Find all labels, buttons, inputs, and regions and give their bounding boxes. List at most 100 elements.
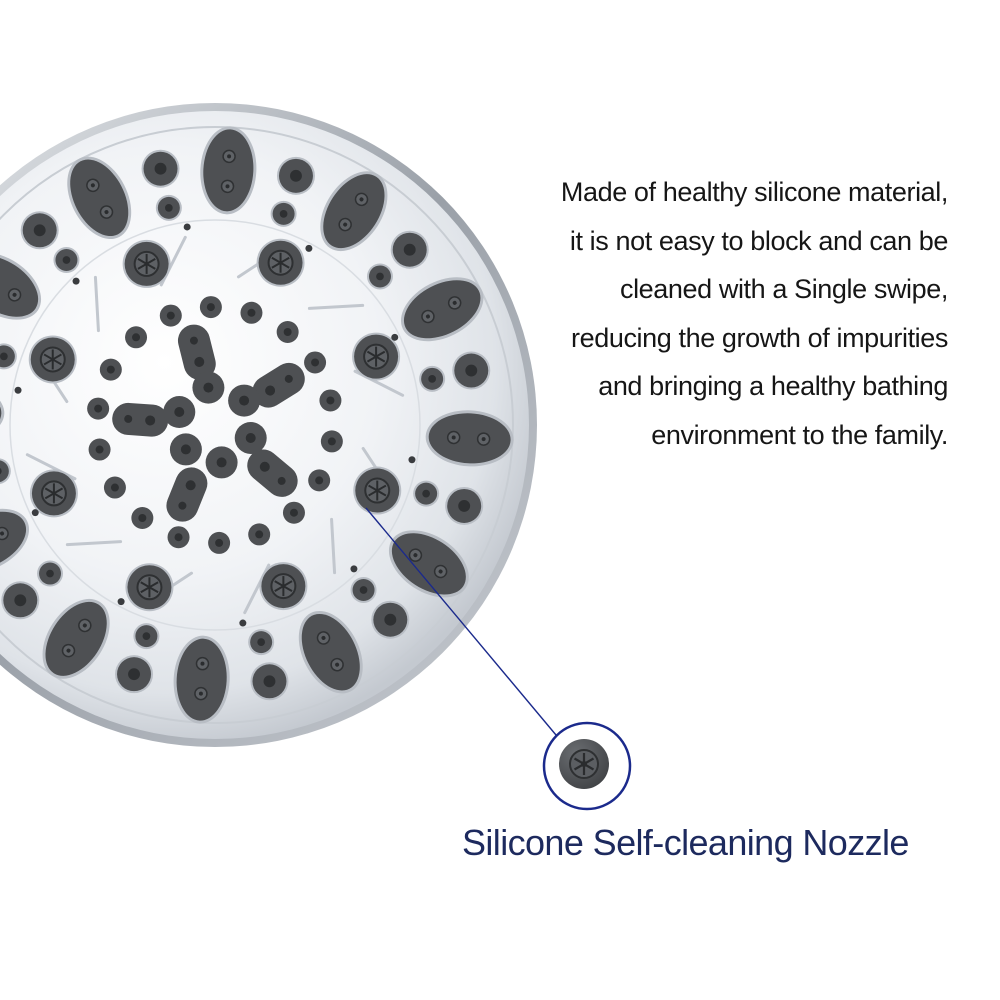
- small-nozzle: [208, 531, 231, 554]
- round-nozzle: [371, 600, 410, 639]
- teardrop-nozzle: [200, 126, 257, 215]
- small-nozzle: [308, 469, 331, 492]
- teardrop-nozzle: [298, 610, 363, 694]
- magnified-nozzle-icon: [559, 739, 609, 789]
- round-nozzle: [390, 230, 429, 269]
- small-nozzle: [228, 384, 261, 417]
- description-line: environment to the family.: [651, 419, 948, 450]
- description-line: reducing the growth of impurities: [571, 322, 948, 353]
- round-nozzle: [53, 247, 80, 274]
- round-nozzle: [270, 200, 297, 227]
- round-nozzle: [133, 623, 160, 650]
- drain-hole: [350, 565, 358, 573]
- small-nozzle: [276, 321, 299, 344]
- oval-nozzle: [112, 402, 169, 437]
- round-nozzle: [452, 351, 491, 390]
- teardrop-nozzle: [173, 635, 230, 724]
- small-nozzle: [234, 421, 267, 454]
- small-nozzle: [163, 396, 196, 429]
- drain-hole: [183, 223, 191, 231]
- description-line: and bringing a healthy bathing: [598, 371, 948, 401]
- small-nozzle: [304, 351, 327, 374]
- teardrop-nozzle: [0, 508, 30, 573]
- round-nozzle: [276, 156, 315, 195]
- round-nozzle: [413, 480, 440, 507]
- round-nozzle: [0, 458, 11, 484]
- teardrop-nozzle: [400, 277, 484, 342]
- small-nozzle: [248, 523, 271, 546]
- round-nozzle: [155, 194, 182, 221]
- star-nozzle: [28, 335, 77, 384]
- star-nozzle: [352, 332, 401, 381]
- drain-hole: [239, 619, 247, 627]
- round-nozzle: [366, 263, 393, 290]
- small-nozzle: [205, 446, 238, 479]
- small-nozzle: [125, 326, 148, 349]
- round-nozzle: [1, 581, 40, 620]
- drain-hole: [14, 386, 22, 394]
- chrome-ridge: [330, 517, 337, 575]
- teardrop-nozzle: [388, 530, 469, 598]
- round-nozzle: [115, 655, 154, 694]
- chrome-ridge: [307, 303, 365, 310]
- callout-line: [365, 507, 557, 736]
- round-nozzle: [419, 365, 446, 392]
- drain-hole: [305, 244, 313, 252]
- small-nozzle: [199, 296, 222, 319]
- small-nozzle: [159, 304, 182, 327]
- chrome-ridge: [93, 275, 100, 333]
- nozzle-callout: [365, 507, 632, 811]
- star-nozzle: [353, 466, 402, 515]
- description-line: Made of healthy silicone material,: [560, 177, 949, 207]
- shower-head-face: [0, 103, 537, 747]
- star-nozzle: [259, 562, 308, 611]
- small-nozzle: [167, 526, 190, 549]
- small-nozzle: [87, 397, 110, 420]
- small-nozzle: [282, 501, 305, 524]
- oval-nozzle: [247, 449, 298, 497]
- small-nozzle: [319, 389, 342, 412]
- round-nozzle: [141, 149, 180, 188]
- small-nozzle: [103, 476, 126, 499]
- teardrop-nozzle: [0, 252, 42, 320]
- description-text: Made of healthy silicone material, it is…: [488, 168, 949, 459]
- round-nozzle: [20, 211, 59, 250]
- teardrop-nozzle: [67, 156, 132, 240]
- description-line: cleaned with a Single swipe,: [619, 274, 948, 304]
- drain-hole: [408, 456, 416, 464]
- star-nozzle: [125, 563, 174, 612]
- nozzle-field: [0, 126, 514, 724]
- chrome-ridge: [65, 540, 123, 547]
- small-nozzle: [88, 438, 111, 461]
- drain-hole: [391, 333, 399, 341]
- oval-nozzle: [177, 324, 216, 380]
- nozzle-caption: Silicone Self-cleaning Nozzle: [462, 822, 909, 863]
- round-nozzle: [250, 662, 289, 701]
- small-nozzle: [131, 506, 154, 529]
- small-nozzle: [320, 430, 343, 453]
- small-nozzle: [192, 371, 225, 404]
- oval-nozzle: [252, 362, 305, 408]
- round-nozzle: [248, 629, 275, 656]
- teardrop-nozzle: [42, 598, 110, 679]
- round-nozzle: [37, 560, 64, 587]
- star-nozzle: [29, 469, 78, 518]
- description-line: it is not easy to block and can be: [569, 225, 949, 256]
- drain-hole: [117, 598, 125, 606]
- small-nozzle: [169, 433, 202, 466]
- shower-head-outer-ring: [0, 126, 514, 724]
- small-nozzle: [99, 358, 122, 381]
- shower-head-inner-ring: [9, 219, 421, 631]
- small-nozzle: [240, 301, 263, 324]
- round-nozzle: [0, 343, 17, 370]
- star-nozzle: [256, 238, 305, 287]
- round-nozzle: [445, 486, 484, 525]
- oval-nozzle: [166, 467, 208, 522]
- teardrop-nozzle: [425, 410, 514, 467]
- teardrop-nozzle: [320, 171, 388, 252]
- drain-hole: [72, 277, 80, 285]
- drain-hole: [31, 509, 39, 517]
- star-nozzle: [122, 239, 171, 288]
- round-nozzle: [350, 576, 377, 603]
